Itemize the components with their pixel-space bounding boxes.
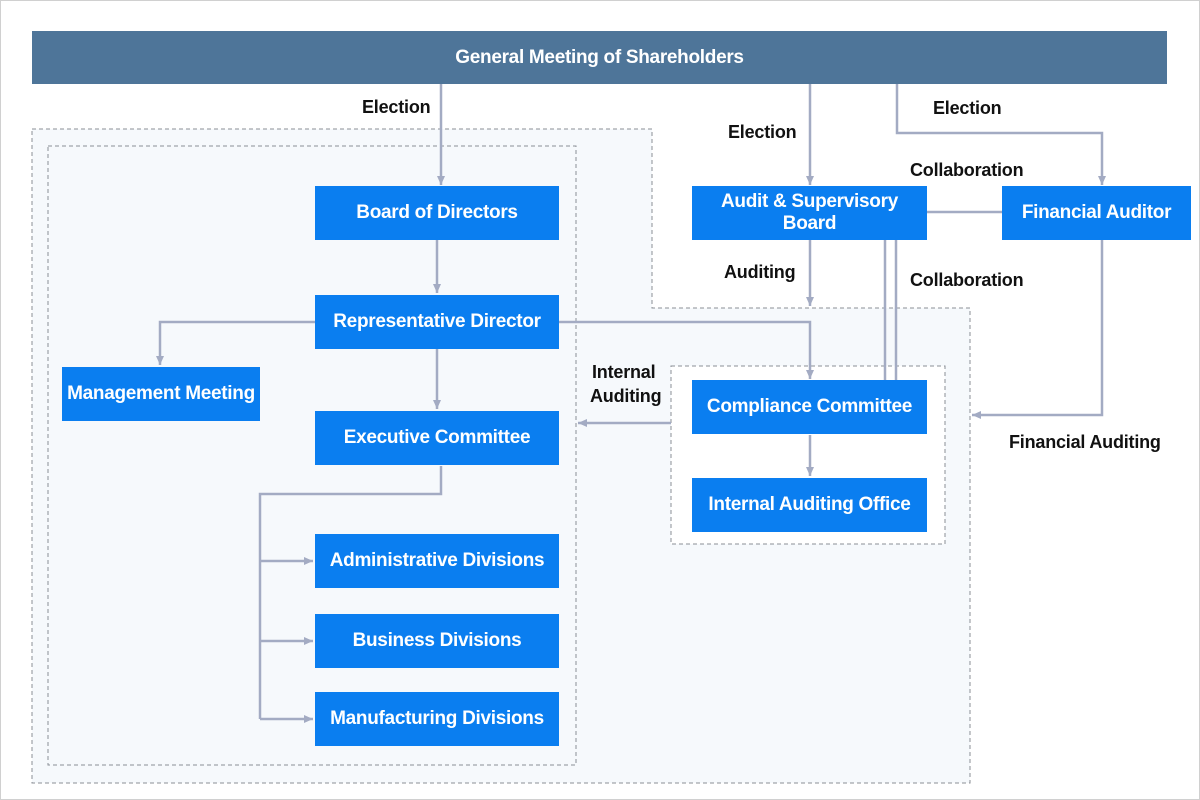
manufacturing-divisions-box: Manufacturing Divisions — [315, 692, 559, 746]
label-internal-auditing-line2: Auditing — [590, 386, 662, 406]
financial-auditor-box: Financial Auditor — [1002, 186, 1191, 240]
label-financial-auditing: Financial Auditing — [1009, 432, 1161, 452]
label-collaboration-auditor: Collaboration — [910, 160, 1024, 180]
connector-executive-divisions-trunk — [258, 466, 443, 719]
administrative-divisions-box: Administrative Divisions — [315, 534, 559, 588]
shareholders-bar: General Meeting of Shareholders — [32, 31, 1167, 84]
board-of-directors-box: Board of Directors — [315, 186, 559, 240]
label-collaboration-compliance: Collaboration — [910, 270, 1024, 290]
business-divisions-box: Business Divisions — [315, 614, 559, 668]
label-election-auditor: Election — [933, 98, 1002, 118]
executive-committee-box: Executive Committee — [315, 411, 559, 465]
connector-election-auditor — [895, 84, 1106, 185]
management-meeting-box: Management Meeting — [62, 367, 260, 421]
label-auditing: Auditing — [724, 262, 796, 282]
connector-representative-compliance — [558, 320, 814, 379]
audit-supervisory-board-box: Audit & Supervisory Board — [692, 186, 927, 240]
execution-group — [47, 145, 577, 766]
connector-financial-auditing — [972, 240, 1104, 419]
compliance-committee-box: Compliance Committee — [692, 380, 927, 434]
representative-director-box: Representative Director — [315, 295, 559, 349]
label-election-board: Election — [362, 97, 431, 117]
label-internal-auditing-line1: Internal — [592, 362, 656, 382]
internal-auditing-office-box: Internal Auditing Office — [692, 478, 927, 532]
label-election-audit: Election — [728, 122, 797, 142]
connector-representative-management — [156, 320, 316, 365]
